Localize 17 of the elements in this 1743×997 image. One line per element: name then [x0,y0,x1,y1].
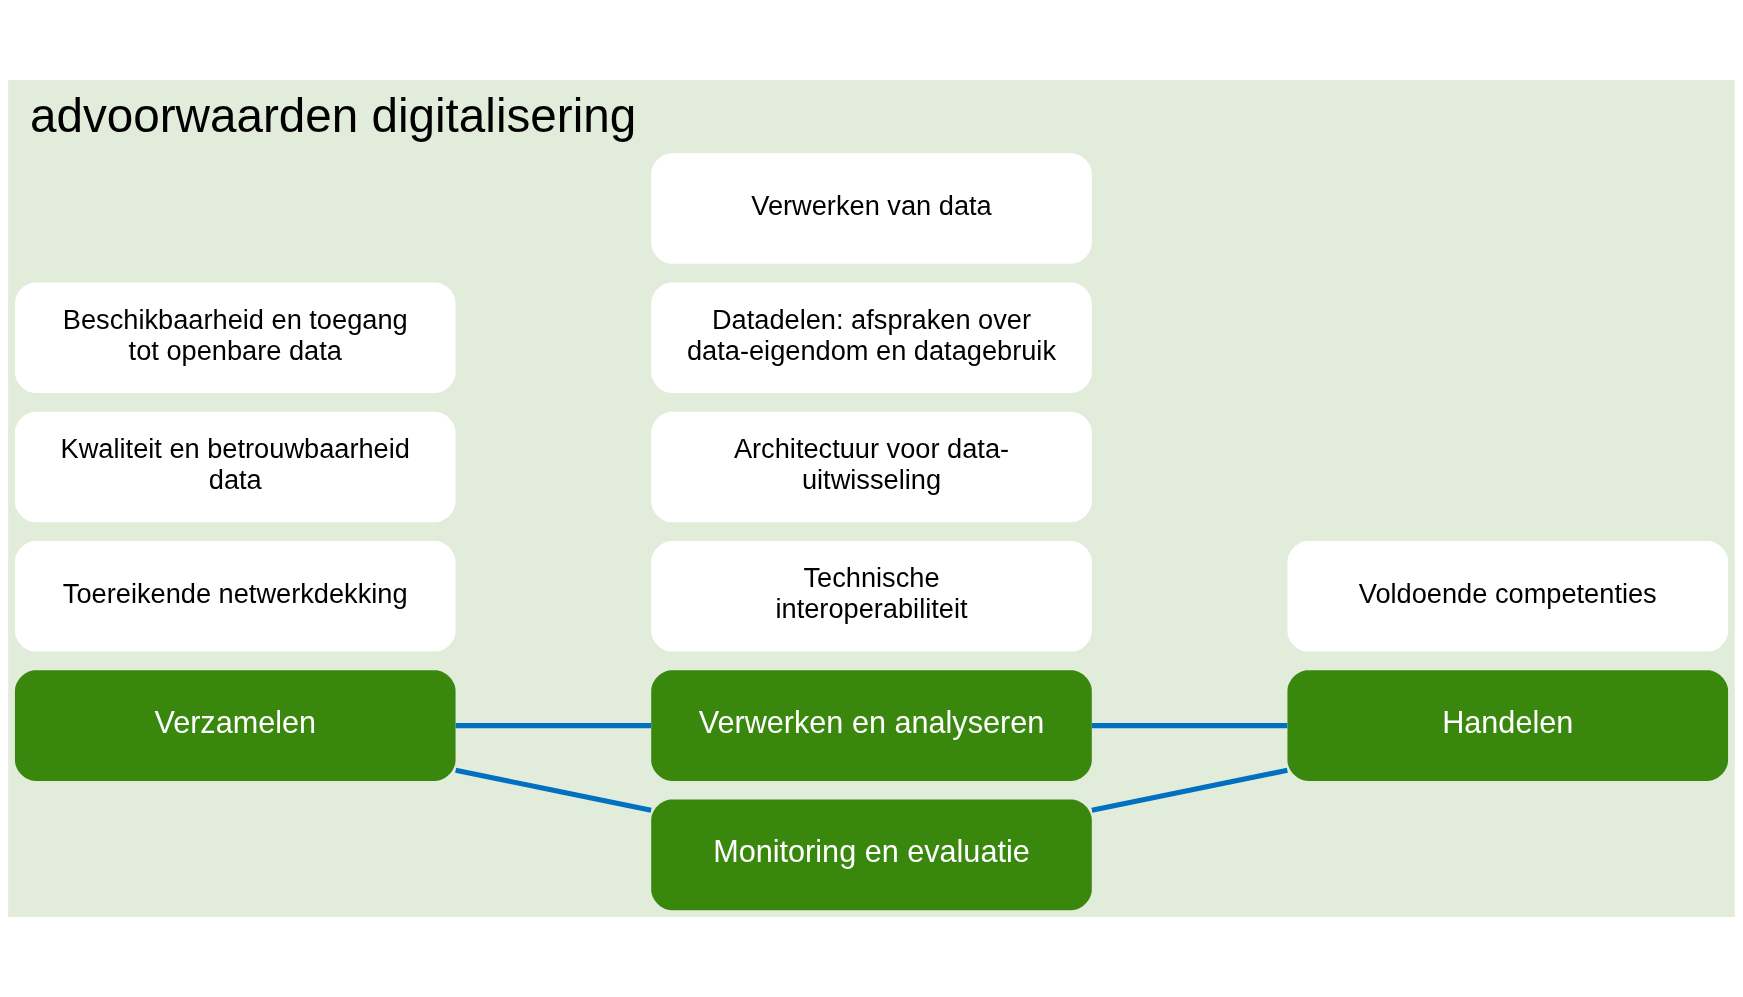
connector [1091,723,1288,729]
diagram-title: advoorwaarden digitalisering [29,88,637,142]
node-box: Handelen [1287,670,1729,781]
node-box: Voldoende competenties [1287,541,1729,652]
connector [1091,767,1288,813]
node-box: Beschikbaarheid en toegang tot openbare data [14,282,456,393]
node-box: Architectuur voor data-uitwisseling [651,411,1092,523]
node-box: Verwerken van data [651,153,1092,264]
node-box: Verzamelen [14,670,456,781]
node-box: Kwaliteit en betrouwbaarheid data [14,411,456,523]
node-box: Verwerken en analyseren [651,670,1092,781]
connector [455,723,652,729]
node-box: Toereikende netwerkdekking [14,541,456,652]
node-box: Technische interoperabiliteit [651,541,1092,652]
node-box: Monitoring en evaluatie [651,799,1092,911]
connector [455,767,652,813]
node-box: Datadelen: afspraken over data-eigendom en datagebruik [651,282,1092,393]
